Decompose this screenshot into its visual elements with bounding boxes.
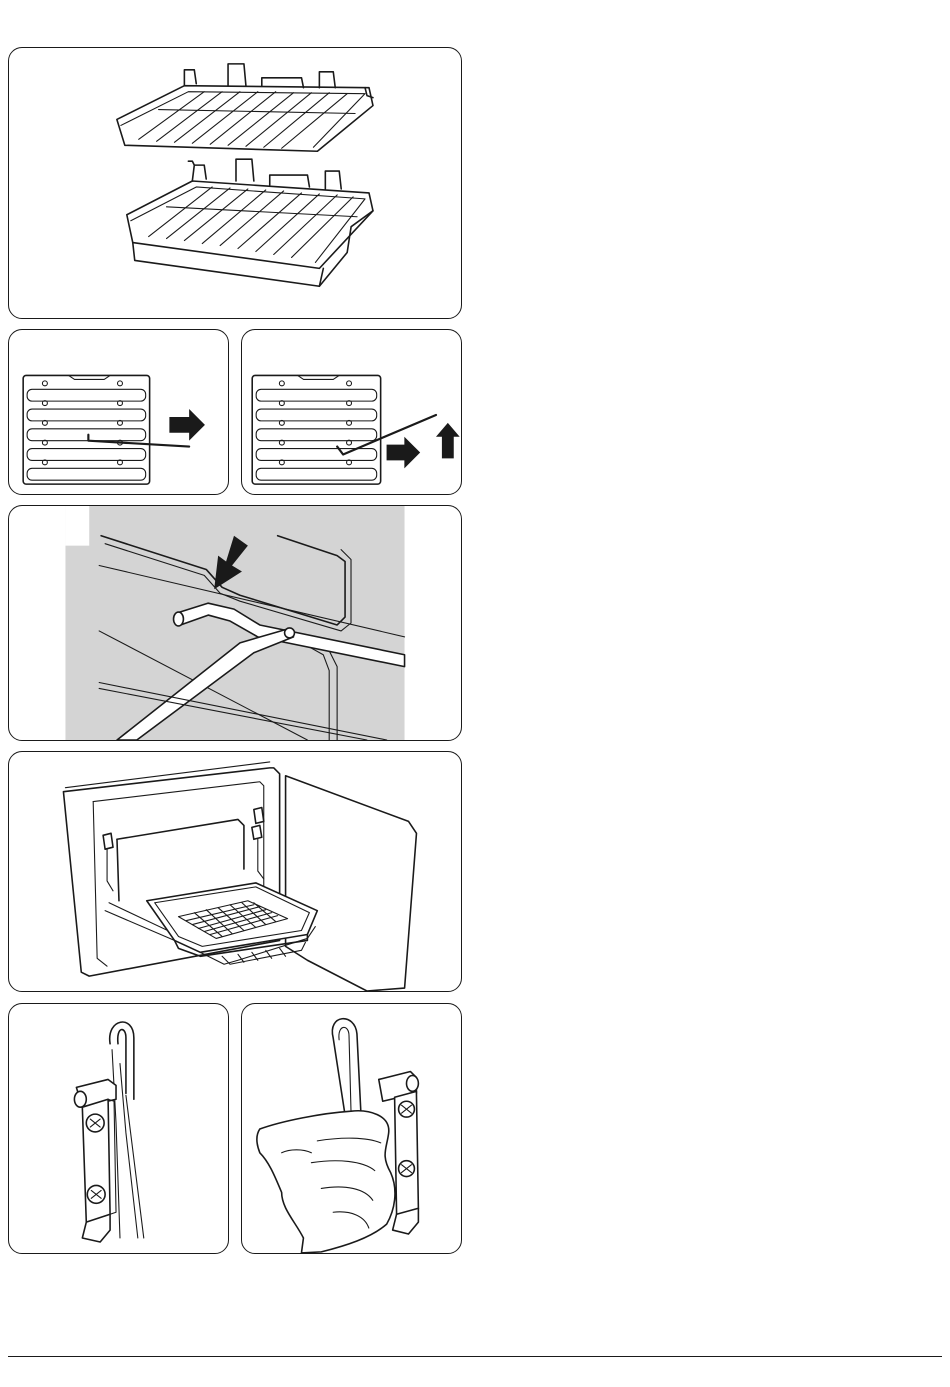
hook-left xyxy=(103,833,113,891)
figure-hook-bracket-hand xyxy=(241,1003,462,1254)
arrow-right-icon xyxy=(387,437,421,469)
oven-door xyxy=(286,776,417,991)
arrow-right-icon xyxy=(169,409,205,441)
side-rack-remove-illustration xyxy=(9,330,228,494)
hand xyxy=(257,1111,395,1253)
hook-bracket-illustration xyxy=(9,1004,228,1253)
bracket xyxy=(74,1079,116,1242)
figure-side-rack-remove xyxy=(8,329,229,495)
side-rack xyxy=(23,375,149,484)
figure-grill-pan-in-oven xyxy=(8,751,462,992)
hook-right xyxy=(252,808,264,879)
oven-shelves-illustration xyxy=(9,48,461,318)
figure-hook-bracket xyxy=(8,1003,229,1254)
side-rack xyxy=(252,375,380,484)
hook xyxy=(332,1019,361,1115)
footer-rule xyxy=(8,1356,942,1357)
screw-bottom xyxy=(399,1161,415,1177)
figure-side-rack-lift xyxy=(241,329,462,495)
figure-oven-shelves xyxy=(8,47,462,319)
shelf-fitting-illustration xyxy=(9,506,461,740)
screw-top xyxy=(86,1114,104,1132)
screw-bottom xyxy=(87,1185,105,1203)
grill-pan-illustration xyxy=(9,752,461,991)
screw-top xyxy=(399,1101,415,1117)
side-rack-lift-illustration xyxy=(242,330,461,494)
hook-bracket-hand-illustration xyxy=(242,1004,461,1253)
arrow-up-icon xyxy=(436,423,460,459)
wire-shelf-top xyxy=(117,64,373,151)
figure-shelf-fitting-detail xyxy=(8,505,462,741)
wire-shelf-bottom xyxy=(127,159,373,286)
